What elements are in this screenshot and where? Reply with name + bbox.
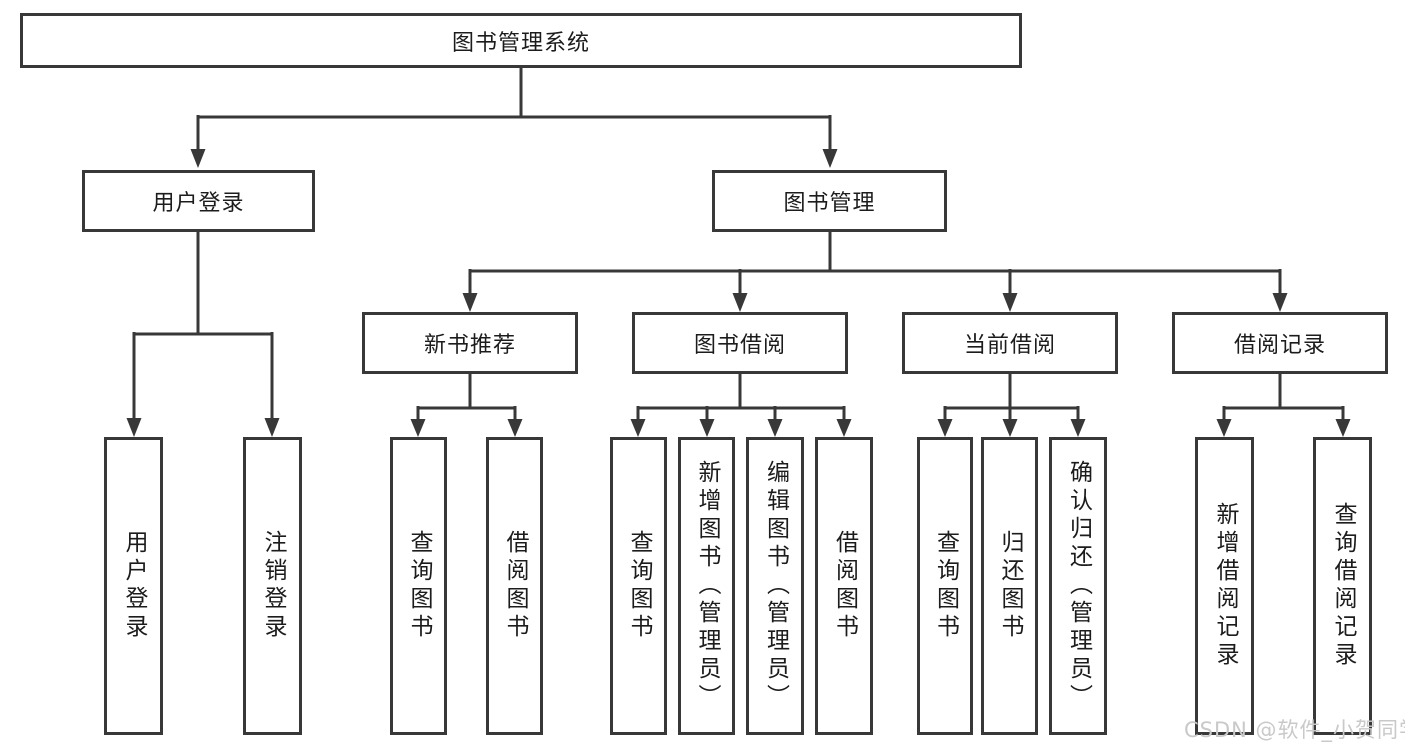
leaf-add-borrow-record: 新增借阅记录 xyxy=(1195,437,1254,735)
node-borrowing-records: 借阅记录 xyxy=(1172,312,1388,374)
leaf-add-books-admin: 新增图书（管理员） xyxy=(678,437,735,735)
leaf-logout: 注销登录 xyxy=(243,437,302,735)
leaf-return-books: 归还图书 xyxy=(981,437,1038,735)
leaf-query-borrow-record: 查询借阅记录 xyxy=(1313,437,1372,735)
node-new-book-recommendation: 新书推荐 xyxy=(362,312,578,374)
leaf-borrow-books: 借阅图书 xyxy=(815,437,873,735)
connector-current-borrow-to-children xyxy=(937,374,1086,437)
connector-user-login-to-children xyxy=(126,232,280,437)
leaf-query-books-recommend: 查询图书 xyxy=(390,437,447,735)
connector-borrow-records-to-children xyxy=(1216,374,1351,437)
node-user-login: 用户登录 xyxy=(82,170,315,232)
leaf-user-login: 用户登录 xyxy=(104,437,163,735)
leaf-query-books-borrow: 查询图书 xyxy=(610,437,667,735)
csdn-watermark: CSDN @软件_小贺同学 xyxy=(1184,718,1405,742)
leaf-borrow-books-recommend: 借阅图书 xyxy=(486,437,543,735)
node-book-management: 图书管理 xyxy=(712,170,947,232)
connector-book-borrow-to-children xyxy=(630,374,852,437)
connector-root-to-level2 xyxy=(190,68,838,168)
node-book-borrowing: 图书借阅 xyxy=(632,312,848,374)
leaf-confirm-return-admin: 确认归还（管理员） xyxy=(1049,437,1107,735)
node-system-root: 图书管理系统 xyxy=(20,13,1022,68)
connector-book-management-to-level3 xyxy=(462,232,1288,312)
leaf-query-books-current: 查询图书 xyxy=(917,437,973,735)
node-current-borrowing: 当前借阅 xyxy=(902,312,1118,374)
leaf-edit-books-admin: 编辑图书（管理员） xyxy=(746,437,804,735)
connector-new-book-to-children xyxy=(410,374,523,437)
